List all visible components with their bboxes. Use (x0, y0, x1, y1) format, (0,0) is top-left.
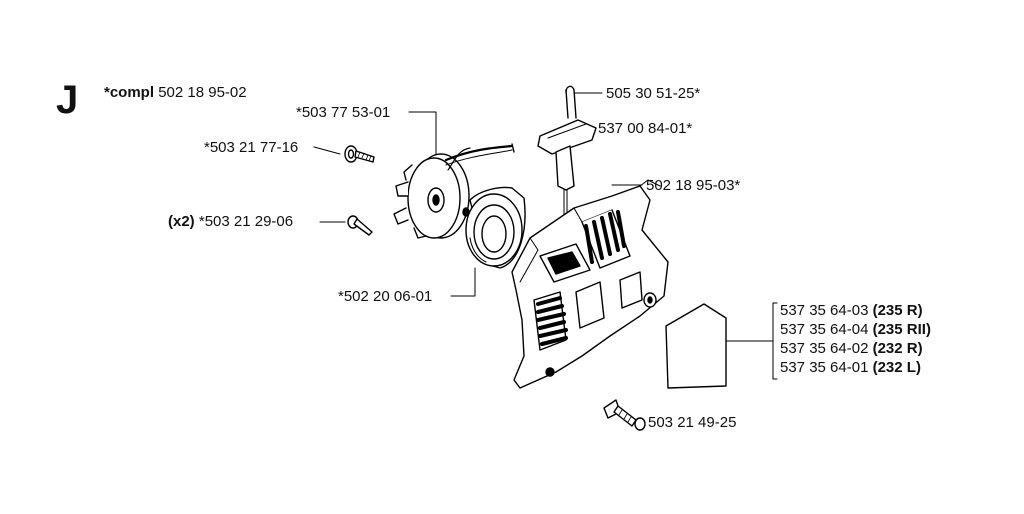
label-center-screw: *503 21 77-16 (204, 139, 299, 156)
quantity-badge: (x2) (168, 213, 195, 230)
assembly-number: 502 18 95-02 (158, 84, 247, 101)
center-screw-part (344, 145, 375, 163)
label-pulley: *502 20 06-01 (338, 288, 433, 305)
label-rope: 505 30 51-25* (606, 85, 701, 102)
starter-handle-part (537, 85, 597, 241)
decal-variant: 537 35 64-01 (232 L) (780, 359, 921, 376)
decal-variant: 537 35 64-03 (235 R) (780, 302, 923, 319)
assembly-label: *compl 502 18 95-02 (104, 84, 247, 102)
bolt-part (603, 399, 646, 431)
decal-variant: 537 35 64-02 (232 R) (780, 340, 923, 357)
pawl-screw-number: *503 21 29-06 (198, 213, 294, 230)
label-cover: 502 18 95-03* (646, 177, 741, 194)
starter-cover-part (511, 179, 669, 389)
decal-variants-list: 537 35 64-03 (235 R) 537 35 64-04 (235 R… (780, 301, 931, 377)
label-pawl-screw: (x2) *503 21 29-06 (168, 213, 293, 231)
label-handle: 537 00 84-01* (598, 120, 693, 137)
label-bolt: 503 21 49-25 (648, 414, 737, 431)
pawl-screw-part (347, 215, 373, 236)
section-letter: J (56, 78, 79, 122)
decal-part (665, 303, 727, 389)
decal-variant: 537 35 64-04 (235 RII) (780, 321, 931, 338)
assembly-prefix: *compl (104, 84, 155, 101)
rope-pulley-part (462, 186, 526, 269)
label-flex-spring: *503 77 53-01 (296, 104, 391, 121)
pawl-carrier-part (393, 143, 515, 239)
